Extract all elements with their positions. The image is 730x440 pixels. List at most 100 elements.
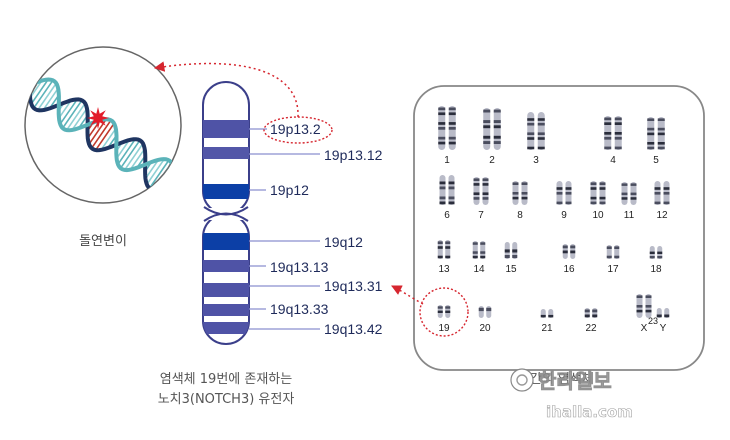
karyotype-chromatid [599,181,606,205]
chromatid-band [630,192,637,196]
chromatid-band [562,245,568,249]
chromatid-band [645,305,652,308]
base-pair-rung [165,175,175,189]
base-pair-rung [30,79,49,105]
karyotype-label-2: 2 [489,155,495,166]
chromatid-band [604,117,612,121]
karyotype-chromatid [606,245,612,259]
chromatid-band [439,186,446,190]
band-label-19q13-31: 19q13.31 [324,278,383,294]
chromatid-band [483,135,491,139]
chromatid-band [590,187,597,190]
chromatid-band [657,251,663,254]
karyotype-label-4: 4 [610,155,616,166]
base-pair-rung [148,159,170,189]
chromatid-band [478,307,484,312]
chromatid-band [647,127,655,131]
karyotype-chromatid [664,308,670,318]
chromatid-band [590,196,597,200]
chromatid-band [527,137,535,140]
chromatid-band [614,136,622,140]
chromatid-band [521,196,528,200]
chromatid-band [663,201,670,205]
band-label-19q13-33: 19q13.33 [270,301,329,317]
chromosome-caption-line1: 염색체 19번에 존재하는 [160,372,292,387]
chromatid-band [493,109,501,113]
chromatid-band [445,255,451,259]
chromatid-band [472,242,478,245]
karyotype-label-3: 3 [533,155,539,166]
chromatid-band [604,122,612,125]
base-pair-rung [173,181,181,193]
chromatid-band [438,107,446,111]
chromatid-band [647,142,655,145]
chromatid-band [540,314,546,318]
band-stripe [203,283,249,297]
chromatid-band [483,109,491,113]
karyotype-chromatid [562,244,568,259]
karyotype-chromatid [614,245,620,259]
chromatid-band [621,197,628,200]
karyotype-label-6: 6 [444,210,450,221]
mutation-label: 돌연변이 [79,234,127,249]
brand-logo-icon [510,368,534,392]
chromatid-band [537,132,545,135]
band-stripe [203,233,249,250]
chromatid-band [590,201,597,205]
chromatid-band [562,250,568,254]
karyotype-chromatid [656,308,662,318]
chromatid-band [482,178,489,181]
karyotype-label-21: 21 [541,323,553,334]
highlight-ring-19 [419,287,469,337]
chromatid-body [437,240,443,259]
chromatid-band [437,241,443,244]
chromatid-band [439,196,446,200]
base-pair-rung [95,122,115,151]
chromatid-band [537,146,545,150]
base-pair-rung [29,80,43,99]
karyotype-label-18: 18 [650,264,662,275]
karyotype-label-14: 14 [473,264,485,275]
chromatid-band [512,192,519,195]
chromatid-band [606,255,612,259]
chromatid-band [621,192,628,196]
chromosome-caption-line2: 노치3(NOTCH3) 유전자 [158,392,295,407]
chromatid-band [604,136,612,140]
base-pair-rung [173,179,181,200]
chromatid-band [493,135,501,139]
chromatid-body [482,177,489,205]
chromatid-band [448,107,456,111]
chromatid-band [437,255,443,259]
chromatid-band [657,256,663,259]
base-pair-rung [71,107,88,131]
karyotype-label-16: 16 [563,264,575,275]
chromatid-body [448,175,455,205]
karyotype-chromosomes [437,106,670,318]
chromatid-band [663,192,670,195]
karyotype-chromatid [439,175,446,205]
chromatid-band [592,314,598,318]
karyotype-label-7: 7 [478,210,484,221]
band-label-19p13-12: 19p13.12 [324,147,383,163]
karyotype-label-1: 1 [444,155,450,166]
karyotype-chromatid [592,308,598,318]
chromatid-band [493,141,501,144]
chromatid-band [445,310,451,313]
chromatid-band [614,117,622,121]
karyotype-label-22: 22 [585,323,597,334]
band-stripe [203,322,249,334]
band-stripe [203,120,249,138]
karyotype-label-10: 10 [592,210,604,221]
chromatid-band [473,183,480,186]
chromatid-body [493,108,501,150]
chromatid-band [521,182,528,185]
chromatid-band [439,181,446,185]
chromatid-band [438,122,446,125]
base-pair-rung [58,99,72,119]
chromatid-band [512,182,519,185]
chromatid-band [438,136,446,140]
base-pair-rung [66,102,86,131]
chromatid-band [584,309,590,313]
chromatid-body [527,112,535,150]
karyotype-label-y: Y [660,323,667,334]
